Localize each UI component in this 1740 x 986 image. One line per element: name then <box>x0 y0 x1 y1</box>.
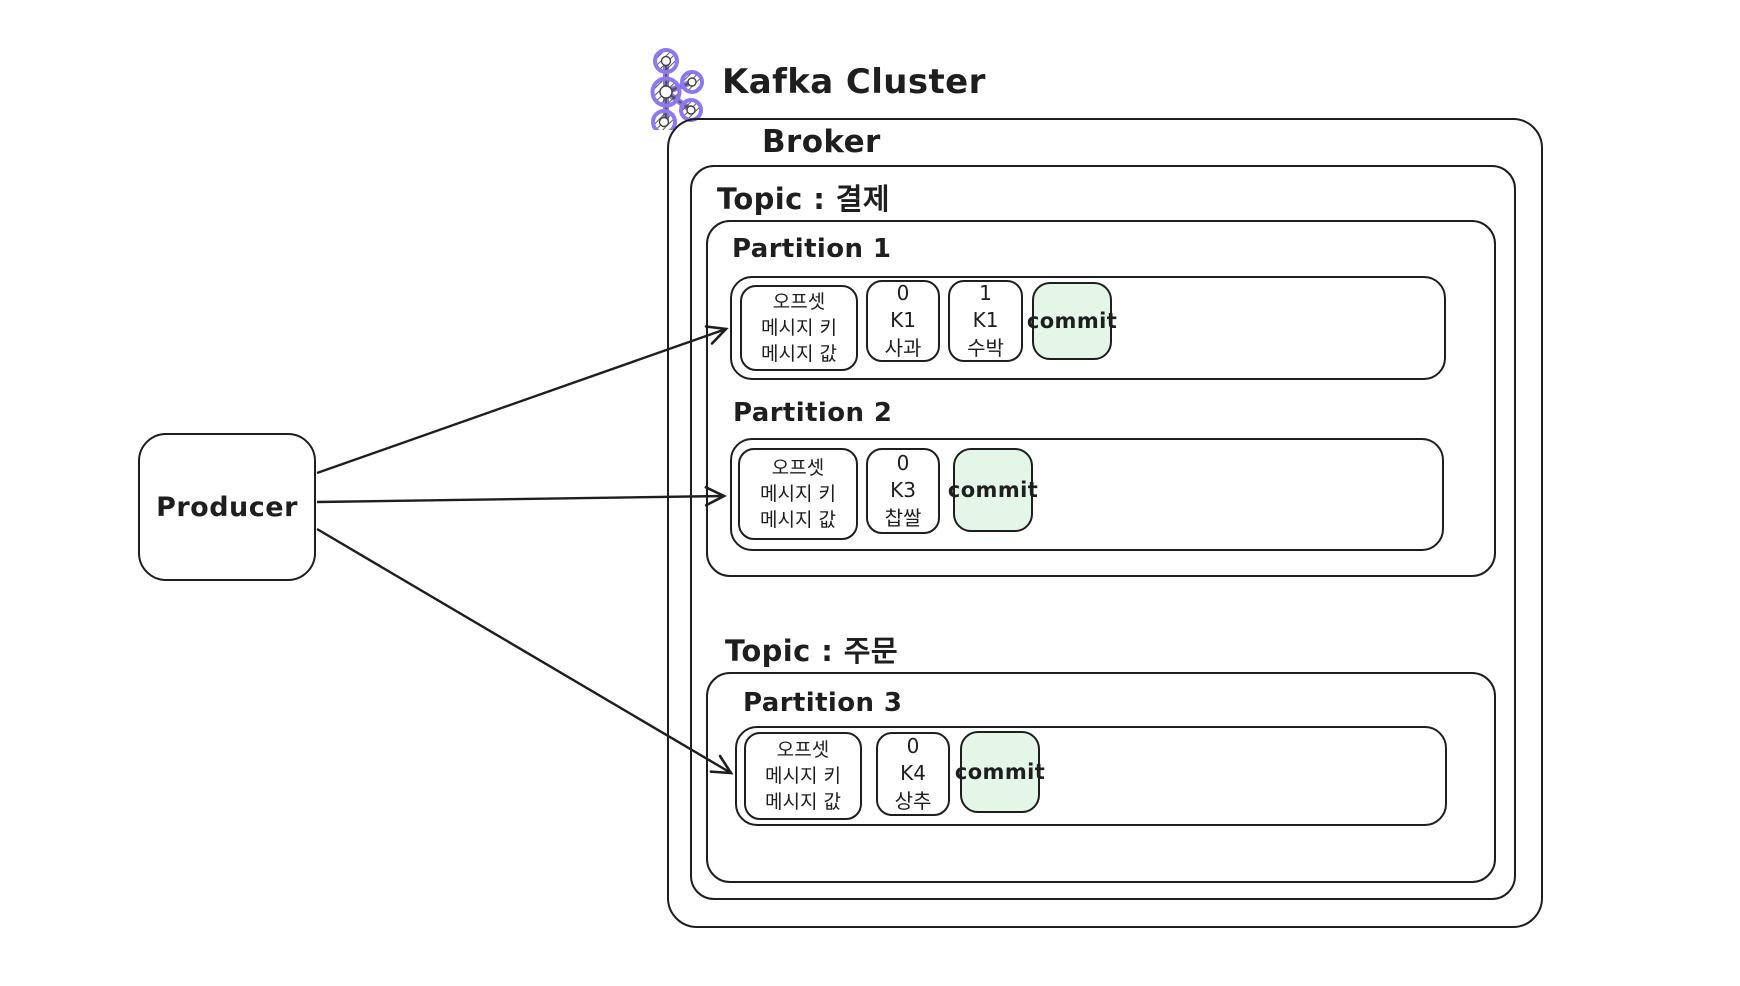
partition2-log-box <box>730 438 1444 551</box>
topic-label-order: Topic : 주문 <box>725 634 898 668</box>
message-value: 상추 <box>894 788 932 813</box>
legend-value: 메시지 값 <box>765 791 841 814</box>
message-value: 수박 <box>967 335 1004 360</box>
message-key: K1 <box>890 308 916 333</box>
message-card: 0 K4 상추 <box>876 732 950 816</box>
message-value: 찹쌀 <box>884 505 922 530</box>
partition-group-box-order <box>706 672 1496 883</box>
legend-value: 메시지 값 <box>760 509 836 532</box>
legend-key: 메시지 키 <box>761 316 837 339</box>
broker-label: Broker <box>762 124 881 160</box>
broker-box <box>667 118 1543 928</box>
message-card: 1 K1 수박 <box>948 280 1023 362</box>
message-key: K4 <box>900 761 926 786</box>
partition3-label: Partition 3 <box>743 688 903 718</box>
message-offset: 0 <box>896 280 910 305</box>
message-legend-card: 오프셋 메시지 키 메시지 값 <box>744 732 862 820</box>
partition1-label: Partition 1 <box>732 234 892 264</box>
message-legend-card: 오프셋 메시지 키 메시지 값 <box>740 285 858 371</box>
message-key: K1 <box>972 308 999 333</box>
message-key: K3 <box>890 478 916 503</box>
legend-value: 메시지 값 <box>761 343 837 366</box>
cluster-title: Kafka Cluster <box>722 62 986 102</box>
commit-badge: commit <box>1027 282 1117 360</box>
commit-badge: commit <box>955 731 1045 813</box>
producer-box: Producer <box>138 433 316 581</box>
producer-label: Producer <box>156 491 298 523</box>
message-offset: 0 <box>896 450 910 475</box>
arrow-producer-to-partition2 <box>316 485 727 507</box>
partition3-log-box <box>735 726 1447 826</box>
topic-label-payment: Topic : 결제 <box>717 182 890 216</box>
legend-key: 메시지 키 <box>760 482 836 505</box>
legend-offset: 오프셋 <box>771 456 825 479</box>
message-card: 0 K1 사과 <box>866 280 940 362</box>
legend-offset: 오프셋 <box>772 290 826 313</box>
partition1-log-box <box>730 276 1446 380</box>
message-card: 0 K3 찹쌀 <box>866 448 940 534</box>
message-value: 사과 <box>884 335 922 360</box>
commit-badge: commit <box>948 448 1038 532</box>
legend-offset: 오프셋 <box>776 738 830 761</box>
legend-key: 메시지 키 <box>765 764 841 787</box>
message-legend-card: 오프셋 메시지 키 메시지 값 <box>738 448 858 540</box>
message-offset: 0 <box>906 733 920 758</box>
message-offset: 1 <box>979 280 992 305</box>
arrow-producer-to-partition1 <box>316 325 729 475</box>
kafka-logo-icon <box>650 48 704 130</box>
partition2-label: Partition 2 <box>733 398 893 428</box>
